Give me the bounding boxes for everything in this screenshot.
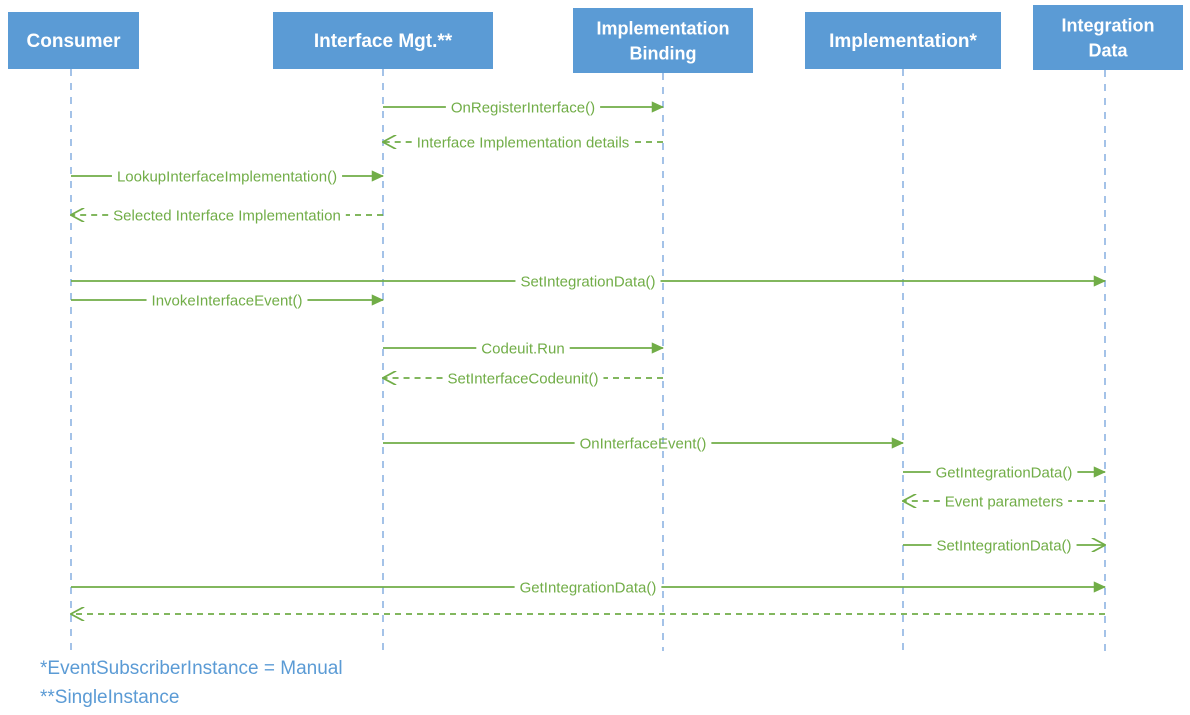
participant-label-implementation-binding: Implementation <box>596 18 729 38</box>
participant-box-consumer[interactable] <box>8 12 139 69</box>
message-label-m8: SetInterfaceCodeunit() <box>448 371 599 388</box>
footnotes-layer: *EventSubscriberInstance = Manual **Singl… <box>40 658 343 708</box>
participant-label-implementation-binding: Binding <box>630 43 697 63</box>
message-m7: Codeuit.Run <box>383 341 664 358</box>
message-label-m9: OnInterfaceEvent() <box>580 436 707 453</box>
message-m1: OnRegisterInterface() <box>383 100 664 117</box>
participant-box-integration-data[interactable] <box>1033 5 1183 70</box>
message-m8: SetInterfaceCodeunit() <box>383 371 663 388</box>
message-label-m10: GetIntegrationData() <box>936 465 1073 482</box>
message-m3: LookupInterfaceImplementation() <box>71 169 384 186</box>
participant-integration-data[interactable]: IntegrationData <box>1033 5 1183 70</box>
participant-box-implementation-binding[interactable] <box>573 8 753 73</box>
message-label-m7: Codeuit.Run <box>481 341 564 358</box>
participant-label-implementation: Implementation* <box>829 31 977 52</box>
participant-consumer[interactable]: Consumer <box>8 12 139 69</box>
participant-label-interface-mgt: Interface Mgt.** <box>314 31 453 52</box>
message-label-m2: Interface Implementation details <box>417 135 630 152</box>
participants-layer: Consumer Interface Mgt.** ImplementationBi… <box>8 5 1183 73</box>
message-m2: Interface Implementation details <box>383 135 663 152</box>
message-m10: GetIntegrationData() <box>903 465 1106 482</box>
message-m12: SetIntegrationData() <box>903 538 1105 555</box>
messages-layer: OnRegisterInterface() Interface Implement… <box>71 100 1106 615</box>
message-m9: OnInterfaceEvent() <box>383 436 904 453</box>
participant-label-integration-data: Data <box>1088 40 1128 60</box>
participant-box-implementation[interactable] <box>805 12 1001 69</box>
participant-box-interface-mgt[interactable] <box>273 12 493 69</box>
message-m4: Selected Interface Implementation <box>71 208 383 225</box>
message-label-m4: Selected Interface Implementation <box>113 208 341 225</box>
message-label-m6: InvokeInterfaceEvent() <box>152 293 303 310</box>
message-label-m3: LookupInterfaceImplementation() <box>117 169 337 186</box>
participant-label-integration-data: Integration <box>1062 15 1155 35</box>
message-label-m11: Event parameters <box>945 494 1063 511</box>
message-label-m1: OnRegisterInterface() <box>451 100 595 117</box>
participant-interface-mgt[interactable]: Interface Mgt.** <box>273 12 493 69</box>
message-label-m12: SetIntegrationData() <box>936 538 1071 555</box>
message-m11: Event parameters <box>903 494 1105 511</box>
footnote-fn1: *EventSubscriberInstance = Manual <box>40 658 343 679</box>
message-m5: SetIntegrationData() <box>71 274 1106 291</box>
message-m13: GetIntegrationData() <box>71 580 1106 597</box>
participant-implementation[interactable]: Implementation* <box>805 12 1001 69</box>
message-m6: InvokeInterfaceEvent() <box>71 293 384 310</box>
footnote-fn2: **SingleInstance <box>40 687 179 708</box>
participant-label-consumer: Consumer <box>27 31 122 52</box>
message-label-m13: GetIntegrationData() <box>520 580 657 597</box>
message-label-m5: SetIntegrationData() <box>520 274 655 291</box>
lifelines-layer <box>70 69 1106 651</box>
